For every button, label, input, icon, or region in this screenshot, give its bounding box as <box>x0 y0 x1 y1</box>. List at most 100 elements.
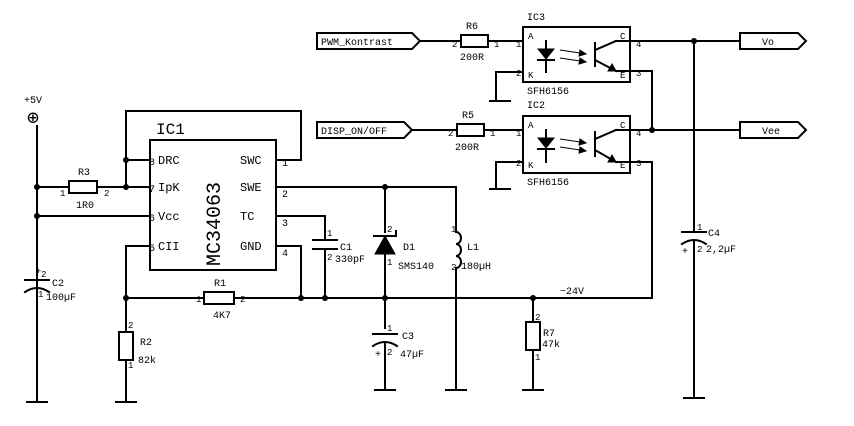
pin-cii: CII <box>158 240 180 254</box>
l1-value: 180µH <box>461 262 491 273</box>
resistor-r5: R5 200R 2 1 <box>448 111 524 154</box>
r1-ref: R1 <box>214 279 226 290</box>
resistor-r3: R3 1R0 1 2 <box>36 168 151 212</box>
r3-ref: R3 <box>78 168 90 179</box>
resistor-r6: R6 200R 2 1 <box>452 22 524 64</box>
pin-swc: SWC <box>240 154 262 168</box>
ic2-ref: IC2 <box>527 101 545 112</box>
r6-ref: R6 <box>466 22 478 33</box>
svg-text:3: 3 <box>636 69 641 79</box>
c2-value: 100µF <box>46 293 76 304</box>
svg-text:2: 2 <box>448 129 453 139</box>
svg-text:2: 2 <box>516 69 521 79</box>
svg-text:1: 1 <box>516 40 521 50</box>
ic1-mc34063: IC1 8 7 6 5 DRC IpK Vcc CII SWC SWE TC G… <box>149 121 288 271</box>
vcc-label: +5V <box>24 96 42 107</box>
svg-text:1: 1 <box>451 225 456 235</box>
svg-text:1: 1 <box>38 290 43 300</box>
pin-vcc: Vcc <box>158 210 180 224</box>
svg-text:2: 2 <box>697 245 702 255</box>
r1-value: 4K7 <box>213 311 231 322</box>
svg-text:+: + <box>682 247 688 258</box>
c3-value: 47µF <box>400 350 424 361</box>
svg-text:PWM_Kontrast: PWM_Kontrast <box>321 38 393 49</box>
svg-text:2: 2 <box>282 190 288 201</box>
svg-text:1: 1 <box>494 40 499 50</box>
ic1-ref: IC1 <box>156 121 185 139</box>
vo-output-flag: Vo <box>739 32 808 50</box>
svg-text:6: 6 <box>149 214 155 225</box>
svg-text:E: E <box>620 161 625 171</box>
svg-text:1: 1 <box>327 229 332 239</box>
disp-onoff-flag: DISP_ON/OFF <box>316 121 458 139</box>
svg-text:4: 4 <box>282 249 288 260</box>
svg-text:+: + <box>36 267 41 277</box>
pin-tc: TC <box>240 210 254 224</box>
svg-text:A: A <box>528 32 534 42</box>
ic2-optocoupler: IC2 A K C E 1 2 4 3 SFH6156 <box>516 101 641 189</box>
vcc-supply: +5V ⊕ <box>24 96 48 403</box>
d1-ref: D1 <box>403 243 415 254</box>
svg-text:1: 1 <box>196 295 201 305</box>
c2-ref: C2 <box>52 279 64 290</box>
l1-ref: L1 <box>467 243 479 254</box>
inductor-l1: 1 2 L1 180µH <box>445 186 491 391</box>
pwm-kontrast-flag: PWM_Kontrast <box>316 32 462 50</box>
ic2-part: SFH6156 <box>527 178 569 189</box>
pin-ipk: IpK <box>158 181 180 195</box>
svg-text:5: 5 <box>149 244 155 255</box>
diode-d1: 2 1 D1 SMS140 <box>373 225 434 329</box>
svg-text:2: 2 <box>451 263 456 273</box>
pin-gnd: GND <box>240 240 262 254</box>
capacitor-c2: 2 + 1 C2 100µF <box>23 267 76 304</box>
resistor-r2: 2 1 R2 82k <box>115 321 156 403</box>
svg-text:1: 1 <box>60 189 65 199</box>
junction-dots <box>34 38 697 301</box>
svg-text:4: 4 <box>636 40 641 50</box>
r5-value: 200R <box>455 143 479 154</box>
svg-text:+: + <box>375 350 381 361</box>
svg-text:K: K <box>528 71 534 81</box>
ic3-part: SFH6156 <box>527 87 569 98</box>
capacitor-c3: 1 2 + C3 47µF <box>371 324 424 391</box>
svg-text:8: 8 <box>149 158 155 169</box>
svg-text:2: 2 <box>128 321 133 331</box>
ic3-ref: IC3 <box>527 13 545 24</box>
svg-text:Vo: Vo <box>762 38 774 49</box>
svg-text:1: 1 <box>535 353 540 363</box>
svg-text:C: C <box>620 121 626 131</box>
r2-ref: R2 <box>140 338 152 349</box>
r7-ref: R7 <box>543 329 555 340</box>
svg-text:2: 2 <box>387 225 392 235</box>
svg-text:3: 3 <box>282 219 288 230</box>
ic1-part: MC34063 <box>204 182 227 266</box>
svg-text:2: 2 <box>452 40 457 50</box>
capacitor-c1: 1 2 C1 330pF <box>312 229 365 299</box>
svg-text:1: 1 <box>282 159 288 170</box>
svg-text:1: 1 <box>697 223 702 233</box>
d1-value: SMS140 <box>398 262 434 273</box>
ic3-optocoupler: IC3 A K C E 1 2 4 3 SFH6156 <box>516 13 641 98</box>
svg-text:7: 7 <box>149 185 155 196</box>
resistor-r7: 2 1 R7 47k <box>522 297 560 391</box>
svg-text:2: 2 <box>41 270 46 280</box>
vee-output-flag: Vee <box>739 121 808 139</box>
svg-text:Vee: Vee <box>762 127 780 138</box>
svg-text:2: 2 <box>327 253 332 263</box>
svg-text:A: A <box>528 121 534 131</box>
svg-text:2: 2 <box>516 159 521 169</box>
svg-text:E: E <box>620 71 625 81</box>
svg-text:1: 1 <box>490 129 495 139</box>
c1-value: 330pF <box>335 255 365 266</box>
r3-value: 1R0 <box>76 201 94 212</box>
r2-value: 82k <box>138 355 156 367</box>
svg-text:3: 3 <box>636 159 641 169</box>
svg-text:K: K <box>528 161 534 171</box>
r5-ref: R5 <box>462 111 474 122</box>
svg-text:1: 1 <box>128 361 133 371</box>
neg24-label: −24V <box>560 287 584 298</box>
svg-text:1: 1 <box>387 258 392 268</box>
svg-text:4: 4 <box>636 129 641 139</box>
svg-text:C: C <box>620 32 626 42</box>
